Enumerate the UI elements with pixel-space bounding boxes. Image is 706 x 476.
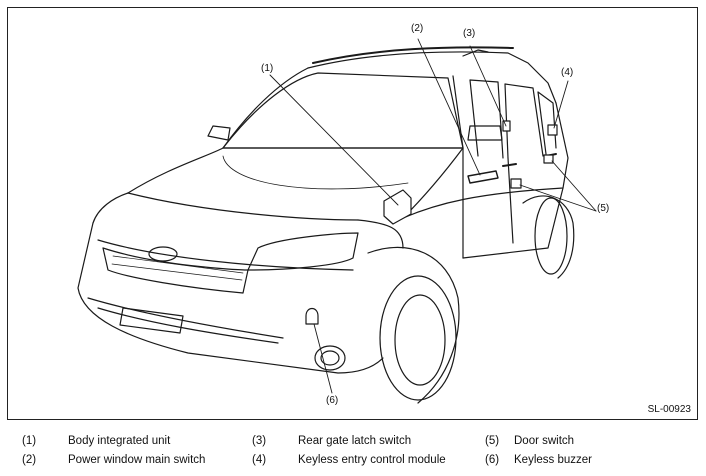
legend-number: (1) bbox=[22, 435, 37, 447]
figure-code: SL-00923 bbox=[647, 404, 691, 415]
legend-label: Power window main switch bbox=[68, 454, 206, 466]
callout-1: (1) bbox=[261, 63, 274, 74]
legend-label: Keyless entry control module bbox=[298, 454, 446, 466]
legend-number: (6) bbox=[485, 454, 500, 466]
diagram-frame: (1) (2) (3) (4) (5) (6) SL-00923 bbox=[7, 7, 698, 420]
legend-number: (5) bbox=[485, 435, 500, 447]
callout-4: (4) bbox=[561, 67, 574, 78]
callout-5: (5) bbox=[597, 203, 610, 214]
vehicle-drawing bbox=[77, 38, 597, 404]
callout-3: (3) bbox=[463, 28, 476, 39]
legend-label: Keyless buzzer bbox=[514, 454, 592, 466]
legend-label: Rear gate latch switch bbox=[298, 435, 412, 447]
legend-label: Body integrated unit bbox=[68, 435, 171, 447]
legend-number: (4) bbox=[252, 454, 267, 466]
callout-2: (2) bbox=[411, 23, 424, 34]
legend-number: (3) bbox=[252, 435, 267, 447]
legend-number: (2) bbox=[22, 454, 37, 466]
legend-label: Door switch bbox=[514, 435, 575, 447]
legend: (1) Body integrated unit (2) Power windo… bbox=[0, 430, 706, 476]
callout-6: (6) bbox=[326, 395, 339, 406]
